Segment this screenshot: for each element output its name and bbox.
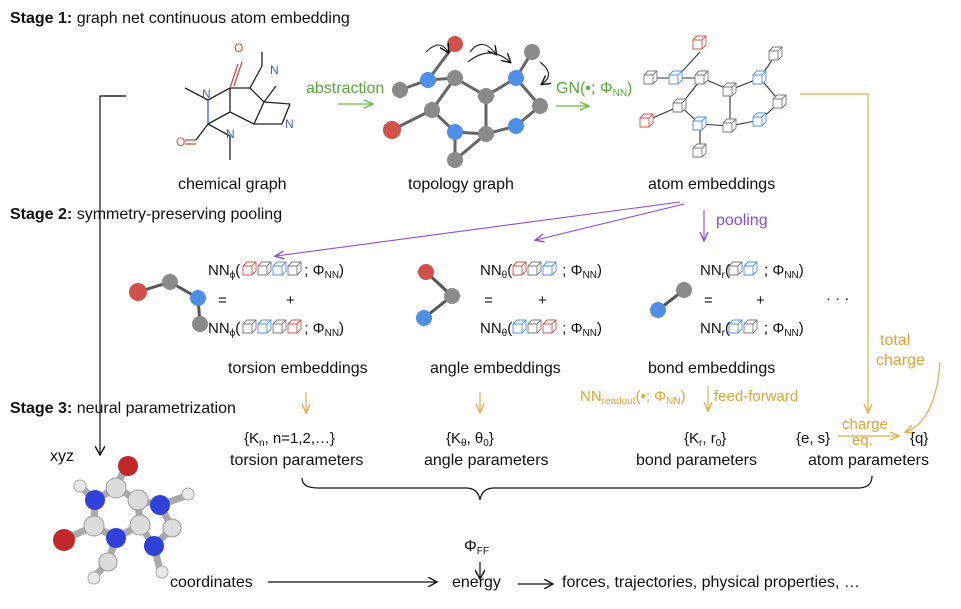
xyz-label: xyz <box>50 448 74 465</box>
total-charge-arrow <box>906 361 941 432</box>
q-set: {q} <box>910 430 929 447</box>
readout-arrows <box>306 386 708 412</box>
torsion-equals: = <box>218 292 227 309</box>
nitrogen-label-3: N <box>270 63 279 77</box>
molecule-3d-render <box>53 456 195 585</box>
angle-parameters-label: angle parameters <box>424 452 549 469</box>
charge-eq-label-1: charge <box>842 416 888 433</box>
chemical-graph-atoms: O O N N N N <box>176 41 294 149</box>
nn-theta-top: NNθ(; ΦNN) <box>480 262 602 281</box>
nitrogen-label-2: N <box>226 127 235 141</box>
bond-fragment <box>650 282 692 318</box>
charge-label: charge <box>876 352 925 369</box>
bond-parameters-label: bond parameters <box>636 452 757 469</box>
es-set: {e, s} <box>796 430 831 447</box>
bond-equals: = <box>704 292 713 309</box>
nn-phi-top: NNϕ(; ΦNN) <box>208 262 345 281</box>
abstraction-label: abstraction <box>306 80 385 97</box>
angle-equals: = <box>484 292 493 309</box>
bond-embeddings-label: bond embeddings <box>648 360 776 377</box>
bond-ellipsis: · · · <box>826 290 850 307</box>
chemical-graph-structure <box>184 52 291 160</box>
angle-embeddings-label: angle embeddings <box>430 360 561 377</box>
nn-r-top: NNr(; ΦNN) <box>700 262 804 281</box>
stage3-title: Stage 3: neural parametrization <box>10 400 236 417</box>
coordinates-label: coordinates <box>170 574 253 591</box>
torsion-embeddings-label: torsion embeddings <box>228 360 368 377</box>
torsion-set: {Kn, n=1,2,…} <box>244 430 336 449</box>
gn-label: GN(•; ΦNN) <box>556 80 633 99</box>
angle-set: {Kθ, θ0} <box>446 430 494 449</box>
nn-r-bottom: NNr(; ΦNN) <box>700 320 804 339</box>
atom-embeddings-label: atom embeddings <box>648 176 776 193</box>
torsion-fragment <box>129 274 208 332</box>
phi-ff-label: ΦFF <box>464 538 489 557</box>
energy-label: energy <box>452 574 501 591</box>
feed-forward-label: feed-forward <box>714 388 799 405</box>
topology-graph-label: topology graph <box>408 176 514 193</box>
message-passing-arrows <box>425 44 549 84</box>
pooling-label: pooling <box>716 212 768 229</box>
bond-plus: + <box>756 292 765 309</box>
topology-graph-nodes <box>383 36 548 168</box>
topology-graph-structure <box>391 43 542 162</box>
total-label: total <box>880 332 911 349</box>
torsion-plus: + <box>286 292 295 309</box>
atom-params-arrow <box>800 93 868 412</box>
nitrogen-label-4: N <box>285 117 294 131</box>
oxygen-label-top: O <box>234 41 243 55</box>
stage1-title: Stage 1: graph net continuous atom embed… <box>10 10 350 27</box>
atom-embeddings-structure <box>647 51 781 150</box>
angle-fragment <box>416 264 460 326</box>
readout-label: NNreadout(•; ΦNN) <box>580 388 686 407</box>
pooling-arrows <box>276 201 704 256</box>
parameters-brace <box>301 475 873 501</box>
oxygen-label-left: O <box>176 135 185 149</box>
bond-set: {Kr, r0} <box>684 430 727 449</box>
atom-parameters-label: atom parameters <box>808 452 929 469</box>
nn-phi-bottom: NNϕ(; ΦNN) <box>208 320 345 339</box>
nitrogen-label-1: N <box>202 87 211 101</box>
stage2-title: Stage 2: symmetry-preserving pooling <box>10 206 283 223</box>
atom-embedding-cubes <box>639 35 787 158</box>
angle-plus: + <box>538 292 547 309</box>
charge-eq-label-2: eq. <box>852 432 873 449</box>
nn-theta-bottom: NNθ(; ΦNN) <box>480 320 602 339</box>
torsion-parameters-label: torsion parameters <box>230 452 364 469</box>
outputs-label: forces, trajectories, physical propertie… <box>562 574 860 591</box>
chemical-graph-label: chemical graph <box>178 176 287 193</box>
